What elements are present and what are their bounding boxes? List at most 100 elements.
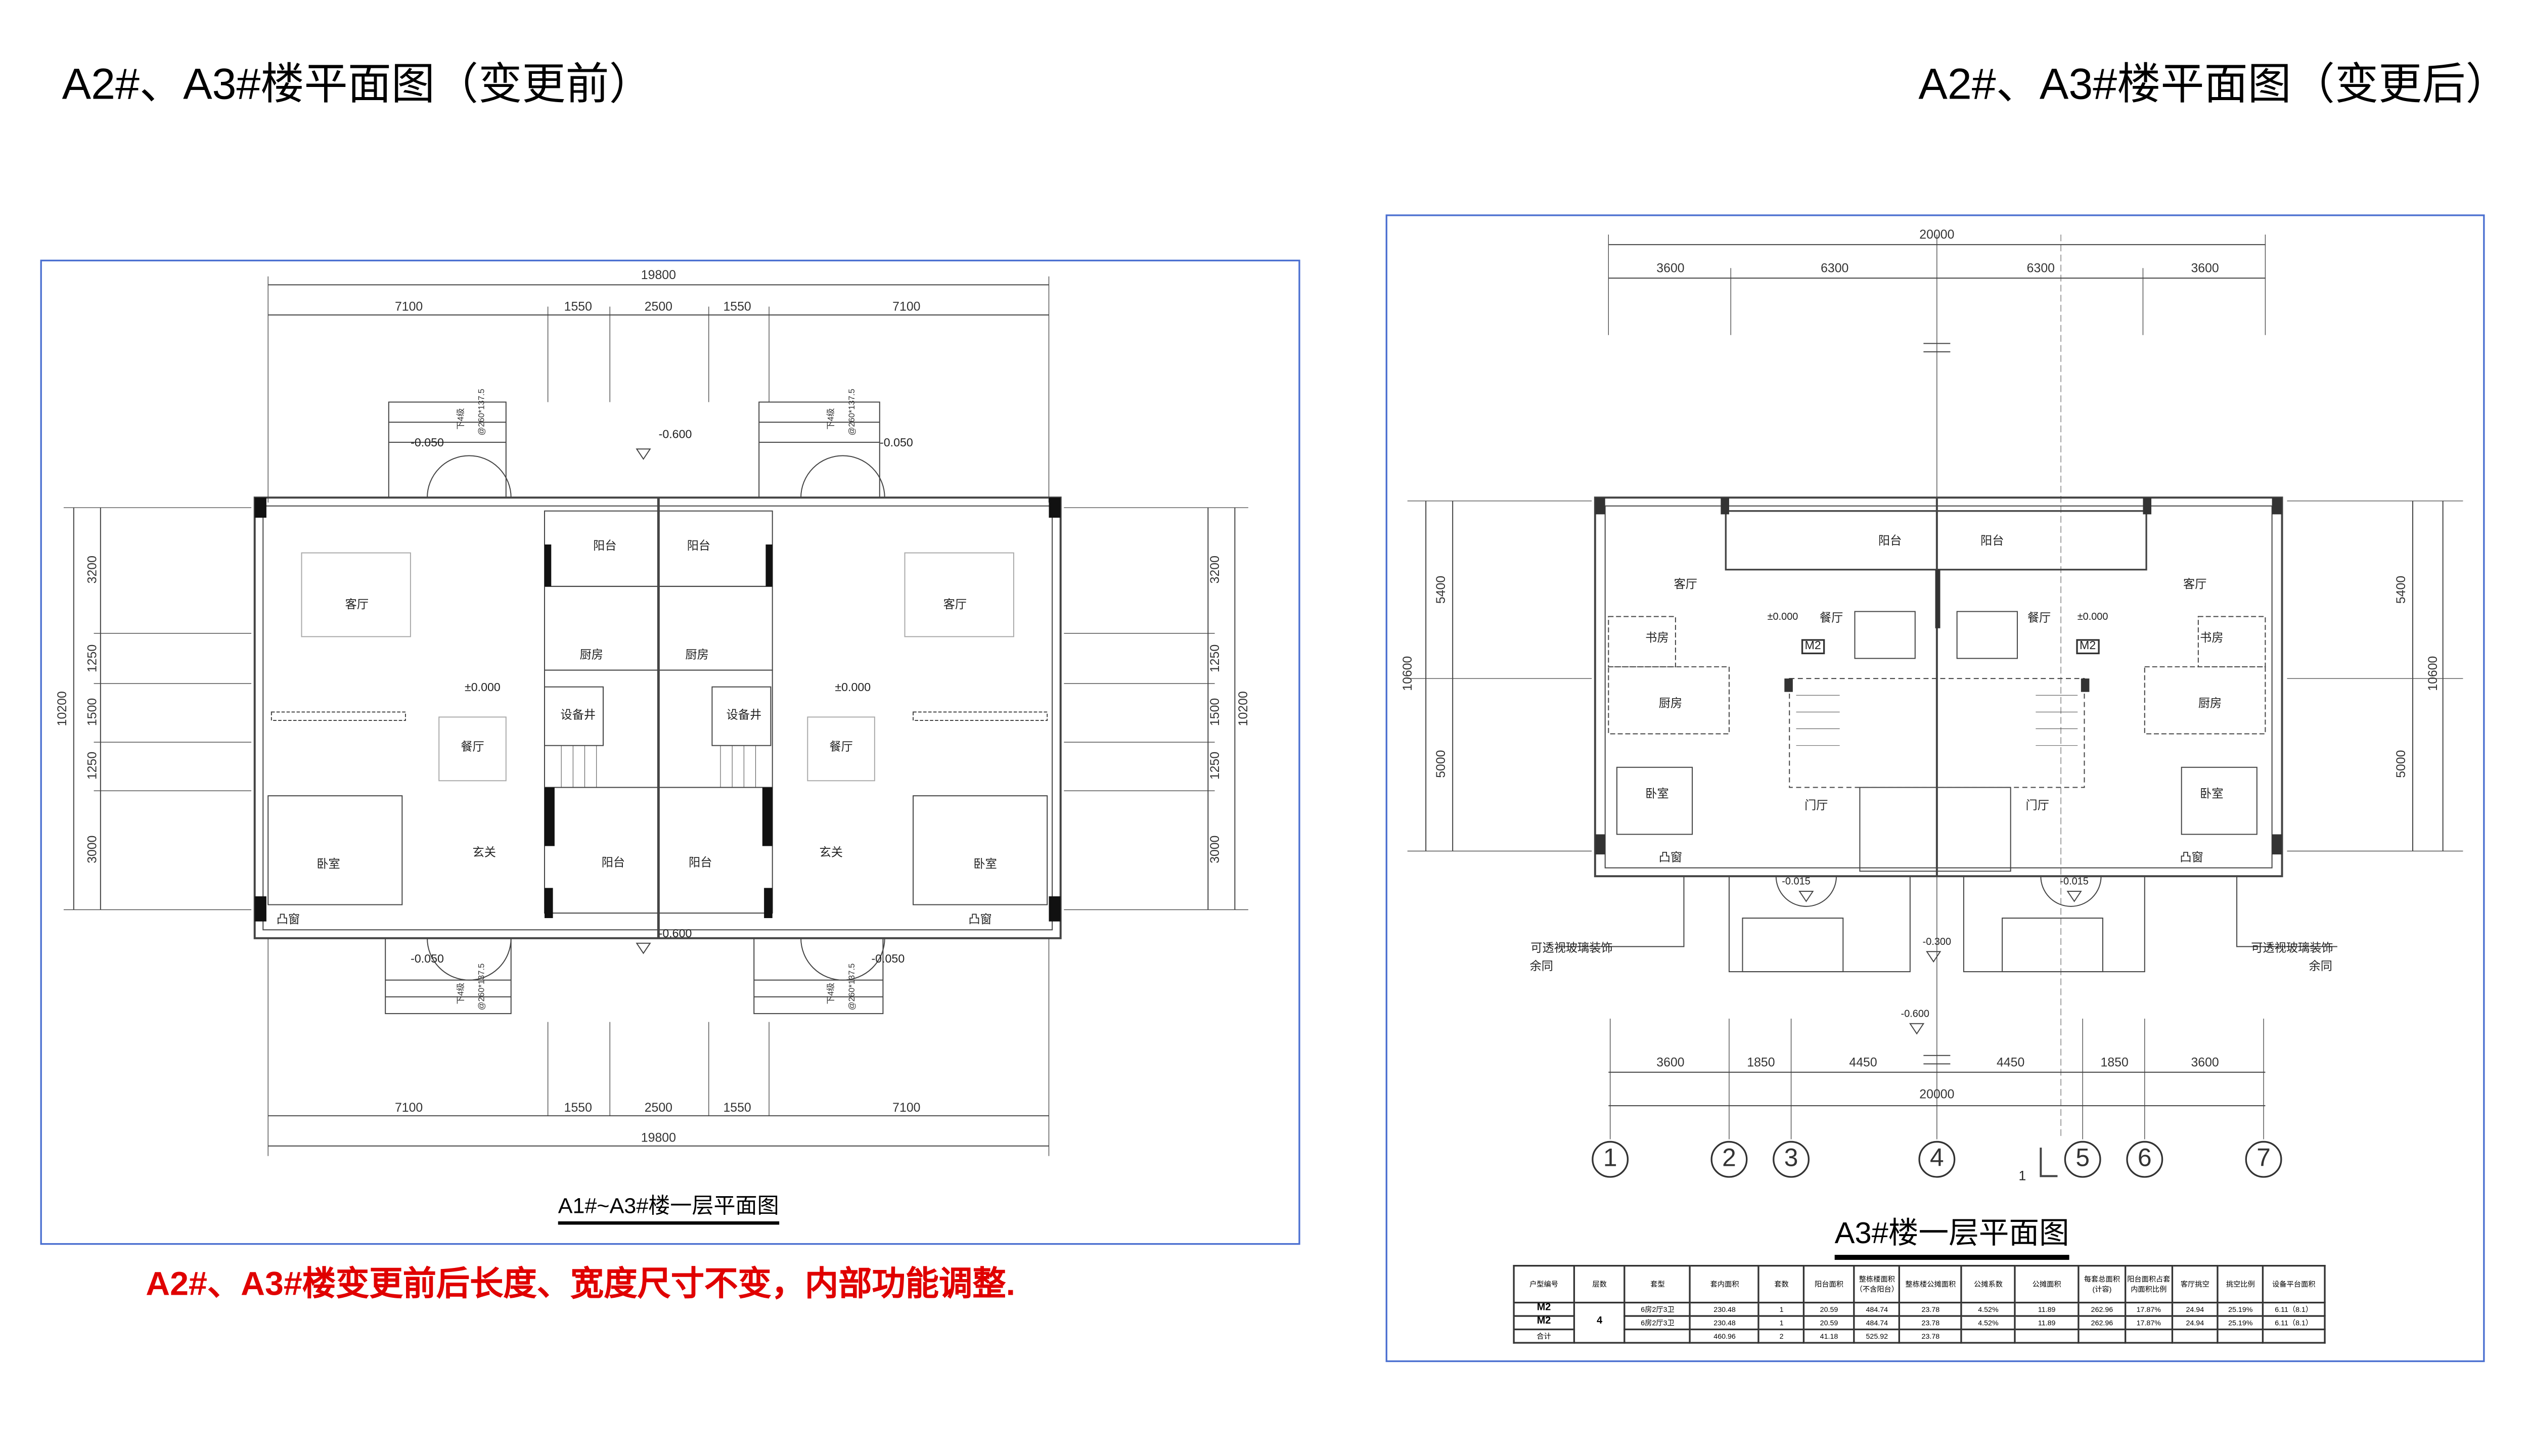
- level-mark: -0.300: [1922, 938, 1952, 948]
- after-plan-frame: [1385, 214, 2485, 1362]
- cell: 525.92: [1853, 1328, 1901, 1344]
- cell: 23.78: [1899, 1328, 1963, 1344]
- stair-note: 下4级: [457, 408, 467, 430]
- level-mark: ±0.000: [2077, 613, 2108, 623]
- dim-top: 7100: [394, 299, 423, 314]
- dim-total-top: 20000: [1919, 227, 1955, 242]
- column-header: 阳台面积占套内面积比例: [2125, 1264, 2173, 1304]
- level-mark: -0.050: [871, 954, 905, 966]
- axis-bubble: 1: [1592, 1141, 1629, 1178]
- axis-bubble: 6: [2126, 1141, 2163, 1178]
- dim-bottom: 4450: [1997, 1055, 2025, 1070]
- dim-side: 1500: [1207, 698, 1223, 726]
- axis-bubble: 7: [2245, 1141, 2282, 1178]
- column-header: 户型编号: [1513, 1264, 1575, 1304]
- dim-bottom: 3600: [1656, 1055, 1685, 1070]
- cell: 11.89: [2014, 1301, 2080, 1317]
- column-header: 公摊面积: [2014, 1264, 2080, 1304]
- column-header: 每套总面积(计容): [2078, 1264, 2127, 1304]
- table-row: M2 4 6房2厅3卫 230.48 1 20.59 484.74 23.78 …: [1513, 1301, 2326, 1344]
- level-mark: ±0.000: [465, 682, 501, 695]
- column-header: 层数: [1573, 1264, 1626, 1304]
- dim-side-total: 10200: [1236, 691, 1251, 726]
- left-floor-plan: [63, 276, 1248, 1156]
- dim-bottom: 2500: [644, 1100, 673, 1115]
- cell: 24.94: [2171, 1315, 2219, 1331]
- cell: 25.19%: [2217, 1301, 2264, 1317]
- table-header-row: 户型编号 层数 套型 套内面积 套数 阳台面积 整栋楼面积（不含阳台） 整栋楼公…: [1513, 1264, 2326, 1304]
- dim-total-top: 19800: [641, 267, 676, 283]
- cell: 24.94: [2171, 1301, 2219, 1317]
- room-label: 餐厅: [829, 742, 853, 754]
- cell: 6房2厅3卫: [1624, 1315, 1691, 1331]
- stair-note: 下4级: [457, 982, 467, 1005]
- area-table: 户型编号 层数 套型 套内面积 套数 阳台面积 整栋楼面积（不含阳台） 整栋楼公…: [1513, 1264, 2326, 1344]
- cell: 4.52%: [1960, 1301, 2016, 1317]
- after-title: A2#、A3#楼平面图（变更后）: [1918, 58, 2509, 109]
- room-label: 书房: [2200, 633, 2224, 645]
- dim-side: 5000: [2393, 750, 2409, 778]
- dim-top: 6300: [1821, 260, 1849, 276]
- dim-bottom: 7100: [892, 1100, 921, 1115]
- level-mark: -0.600: [658, 929, 692, 941]
- cell: [2262, 1328, 2326, 1344]
- stair-spec: @260*137.5: [847, 963, 858, 1011]
- cell: 20.59: [1803, 1301, 1856, 1317]
- cell: 4.52%: [1960, 1315, 2016, 1331]
- room-label: 卧室: [2200, 789, 2224, 801]
- room-label: 餐厅: [1819, 613, 1843, 625]
- right-floor-plan: [1407, 234, 2463, 1177]
- stair-spec: @260*137.5: [477, 389, 488, 436]
- dim-side-total: 10600: [1400, 656, 1415, 691]
- room-label: 阳台: [601, 857, 625, 870]
- cell: M2: [1513, 1301, 1575, 1317]
- room-label: 设备井: [726, 710, 762, 722]
- level-mark: -0.050: [411, 438, 444, 450]
- room-label: 阳台: [1980, 536, 2004, 548]
- room-label: 阳台: [687, 541, 711, 553]
- dim-side-total: 10600: [2425, 656, 2441, 691]
- cell: [2078, 1328, 2127, 1344]
- section-mark: 1: [2018, 1168, 2026, 1184]
- column-header: 客厅挑空: [2171, 1264, 2219, 1304]
- room-label: 玄关: [472, 847, 496, 860]
- cell: 17.87%: [2125, 1301, 2173, 1317]
- cell: 2: [1758, 1328, 1805, 1344]
- dim-bottom: 3600: [2191, 1055, 2219, 1070]
- right-plan-title: A3#楼一层平面图: [1834, 1210, 2069, 1260]
- cell: 合计: [1513, 1328, 1575, 1344]
- door-tag: M2: [1801, 639, 1825, 655]
- level-mark: -0.015: [2060, 878, 2089, 888]
- cell: [2014, 1328, 2080, 1344]
- dim-bottom: 1850: [1747, 1055, 1775, 1070]
- dim-top: 7100: [892, 299, 921, 314]
- dim-top: 3600: [2191, 260, 2219, 276]
- stair-spec: @260*137.5: [847, 389, 858, 436]
- room-label: 卧室: [973, 859, 997, 872]
- dim-side-total: 10200: [54, 691, 70, 726]
- dim-bottom: 1550: [723, 1100, 751, 1115]
- cell: 17.87%: [2125, 1315, 2173, 1331]
- room-label: 卧室: [1645, 789, 1669, 801]
- cell: 6.11（8.1）: [2262, 1315, 2326, 1331]
- column-header: 阳台面积: [1803, 1264, 1856, 1304]
- dim-side: 1250: [84, 751, 100, 780]
- room-label: 厨房: [579, 650, 604, 662]
- change-note: A2#、A3#楼变更前后长度、宽度尺寸不变，内部功能调整.: [146, 1266, 1016, 1304]
- dim-top: 1550: [564, 299, 592, 314]
- annotation: 可透视玻璃装饰: [2251, 943, 2333, 955]
- before-plan-frame: [40, 259, 1300, 1245]
- room-label: 厨房: [1658, 698, 1683, 711]
- cell: 6房2厅3卫: [1624, 1301, 1691, 1317]
- before-title: A2#、A3#楼平面图（变更前）: [62, 58, 653, 109]
- room-label: 凸窗: [2180, 852, 2203, 864]
- cell: 6.11（8.1）: [2262, 1301, 2326, 1317]
- room-label: 客厅: [345, 600, 369, 612]
- axis-bubble: 2: [1710, 1141, 1748, 1178]
- column-header: 整栋楼面积（不含阳台）: [1853, 1264, 1901, 1304]
- dim-side: 1250: [84, 644, 100, 673]
- level-mark: ±0.000: [835, 682, 871, 695]
- axis-bubble: 5: [2064, 1141, 2101, 1178]
- level-mark: -0.050: [880, 438, 913, 450]
